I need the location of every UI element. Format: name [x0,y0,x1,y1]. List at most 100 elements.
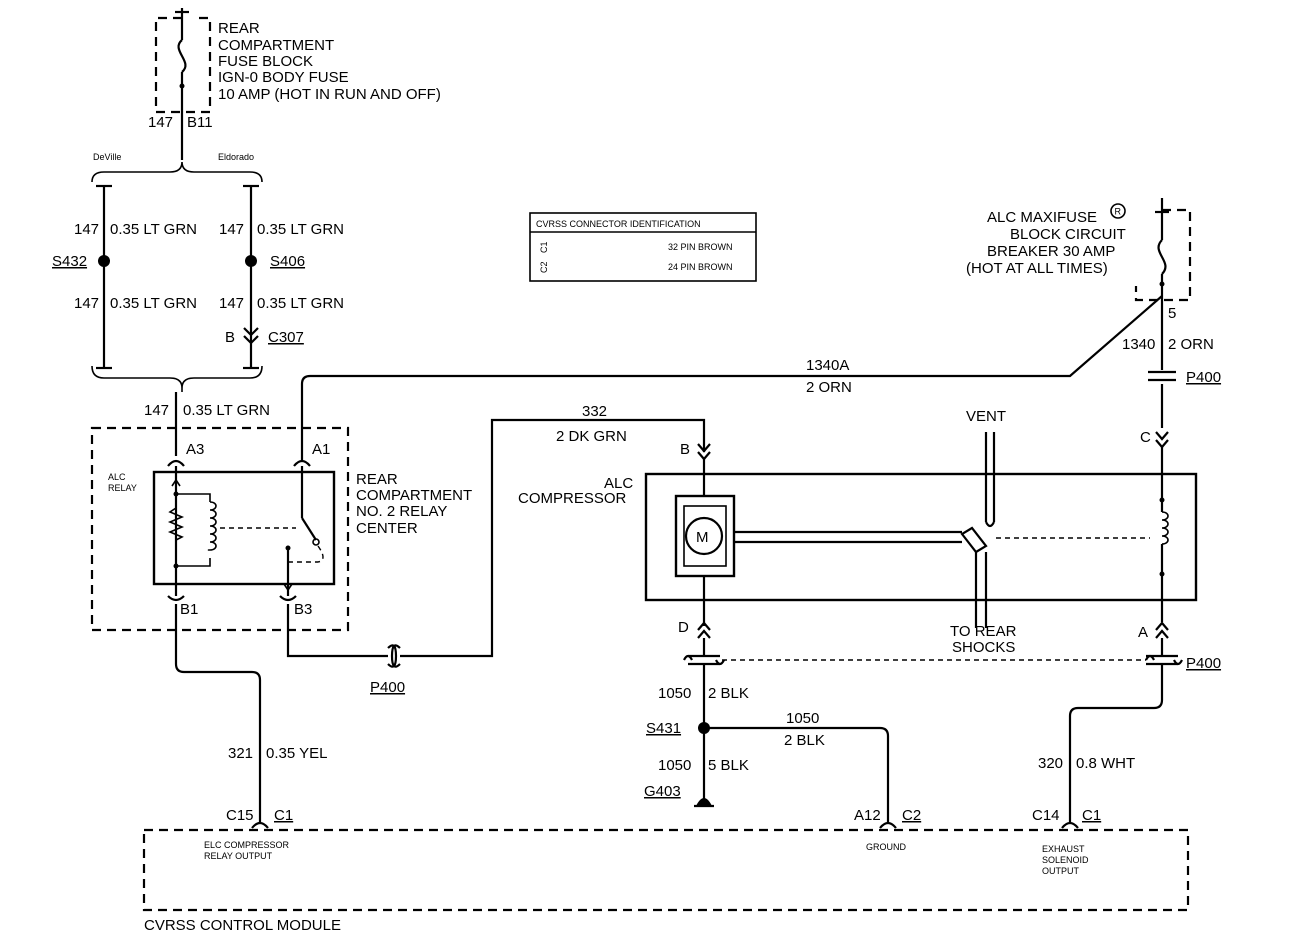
exhaust-wire-number: 320 [1038,755,1063,772]
maxifuse-line3: BREAKER 30 AMP [987,243,1115,260]
shocks-line2: SHOCKS [952,639,1015,656]
ground-g403-label: G403 [644,783,681,800]
vent-label: VENT [966,408,1006,425]
left-wire-top-spec: 0.35 LT GRN [110,221,197,238]
exhaust-solenoid-icon [1161,511,1169,545]
splice-s406-dot [245,255,257,267]
maxifuse-line4: (HOT AT ALL TIMES) [966,260,1108,277]
left-wire-bottom-spec: 0.35 LT GRN [110,295,197,312]
alc-relay-line1: ALC [108,472,126,482]
module-conn3: C1 [1082,807,1101,824]
right-branch: 147 0.35 LT GRN S406 147 0.35 LT GRN B C… [219,184,344,370]
feed-wire-1340a: 1340A 2 ORN [300,295,1163,460]
module-label3-line2: SOLENOID [1042,855,1089,865]
pin-b3: B3 [294,601,312,618]
fuse-block-line2: COMPARTMENT [218,37,334,54]
connector-table-title: CVRSS CONNECTOR IDENTIFICATION [536,219,701,229]
ground-wire2-spec: 2 BLK [784,732,825,749]
relay-center-line2: COMPARTMENT [356,487,472,504]
maxifuse-wire-number: 1340 [1122,336,1155,353]
ground-wire1-number: 1050 [658,685,691,702]
motor-icon [684,516,724,556]
compressor-pin-b: B [680,441,690,458]
fuse-block-line4: IGN-0 BODY FUSE [218,69,349,86]
fuse-symbol-icon [177,39,187,73]
left-wire-top-number: 147 [74,221,99,238]
module-label3-line3: OUTPUT [1042,866,1080,876]
right-wire-bottom-spec: 0.35 LT GRN [257,295,344,312]
motor-label: M [696,529,709,546]
connector-table-row1-desc: 32 PIN BROWN [668,242,733,252]
fuse-block-line5: 10 AMP (HOT IN RUN AND OFF) [218,86,441,103]
module-label3-line1: EXHAUST [1042,844,1085,854]
alc-compressor: B ALC COMPRESSOR M TO REAR SHOCKS VENT C… [518,369,1221,656]
connector-id-table: CVRSS CONNECTOR IDENTIFICATION C1 32 PIN… [529,212,757,282]
c307-pin-label: B [225,329,235,346]
fuse-block-line1: REAR [218,20,260,37]
connector-c307-icon [243,327,259,345]
pin-a3: A3 [186,441,204,458]
relay-resistor-icon [167,507,185,541]
ground-symbol-icon [696,798,712,806]
p400-top-connector-icon [1148,370,1176,382]
right-wire-top-spec: 0.35 LT GRN [257,221,344,238]
module-label2: GROUND [866,842,906,852]
compressor-line1: ALC [604,475,633,492]
p400-top-label: P400 [1186,369,1221,386]
compressor-wire-number: 332 [582,403,607,420]
ground-wire3-spec: 5 BLK [708,757,749,774]
registered-mark: R [1115,207,1122,217]
right-wire-bottom-number: 147 [219,295,244,312]
splice-s432-dot [98,255,110,267]
splice-s432-label: S432 [52,253,87,270]
ground-circuit: P400 1050 2 BLK S431 1050 2 BLK 1050 5 B… [644,638,1221,822]
relay-center-line3: NO. 2 RELAY [356,503,447,520]
maxifuse-line2: BLOCK CIRCUIT [1010,226,1126,243]
module-label1-line2: RELAY OUTPUT [204,851,273,861]
relay-feed-number: 147 [144,402,169,419]
module-pin3: C14 [1032,807,1060,824]
relay-output-wire-321: 321 0.35 YEL [174,604,327,822]
maxifuse-wire-spec: 2 ORN [1168,336,1214,353]
maxifuse-line1: ALC MAXIFUSE [987,209,1097,226]
c307-connector-label: C307 [268,329,304,346]
compressor-line2: COMPRESSOR [518,490,627,507]
compressor-pin-a: A [1138,624,1148,641]
p400-inline-connector-icon [387,644,401,668]
shocks-line1: TO REAR [950,623,1017,640]
pin-d-connector-icon [697,621,711,639]
fuse-block-line3: FUSE BLOCK [218,53,313,70]
exhaust-wire-320: 320 0.8 WHT [1038,664,1164,822]
exhaust-wire-spec: 0.8 WHT [1076,755,1135,772]
p400-mid-label: P400 [370,679,405,696]
left-branch: 147 0.35 LT GRN S432 147 0.35 LT GRN [52,184,197,370]
variant-brackets: DeVille Eldorado [91,152,263,392]
pin-a1: A1 [312,441,330,458]
feed-wire-number: 1340A [806,357,849,374]
left-wire-bottom-number: 147 [74,295,99,312]
module-name: CVRSS CONTROL MODULE [144,917,341,934]
ground-wire3-number: 1050 [658,757,691,774]
relay-output-wire-spec: 0.35 YEL [266,745,327,762]
connector-table-row1-id: C1 [539,241,549,253]
pin-a-connector-icon [1155,621,1169,639]
fuse-pin: B11 [187,114,213,131]
relay-center-line4: CENTER [356,520,418,537]
rear-fuse-block: REAR COMPARTMENT FUSE BLOCK IGN-0 BODY F… [148,8,441,160]
alc-relay-line2: RELAY [108,483,137,493]
relay-output-wire-number: 321 [228,745,253,762]
maxifuse-pin: 5 [1168,305,1176,322]
variant-eldorado: Eldorado [218,152,254,162]
splice-s406-label: S406 [270,253,305,270]
cvrss-control-module: C15 C1 ELC COMPRESSOR RELAY OUTPUT A12 C… [142,807,1190,934]
connector-table-row2-desc: 24 PIN BROWN [668,262,733,272]
p400-bottom-label: P400 [1186,655,1221,672]
module-pin1: C15 [226,807,254,824]
compressor-pin-c: C [1140,429,1151,446]
ground-wire1-spec: 2 BLK [708,685,749,702]
circuit-breaker-icon [1157,239,1167,275]
splice-s431-label: S431 [646,720,681,737]
compressor-wire-spec: 2 DK GRN [556,428,627,445]
alc-maxifuse: ALC MAXIFUSE R BLOCK CIRCUIT BREAKER 30 … [966,198,1214,370]
